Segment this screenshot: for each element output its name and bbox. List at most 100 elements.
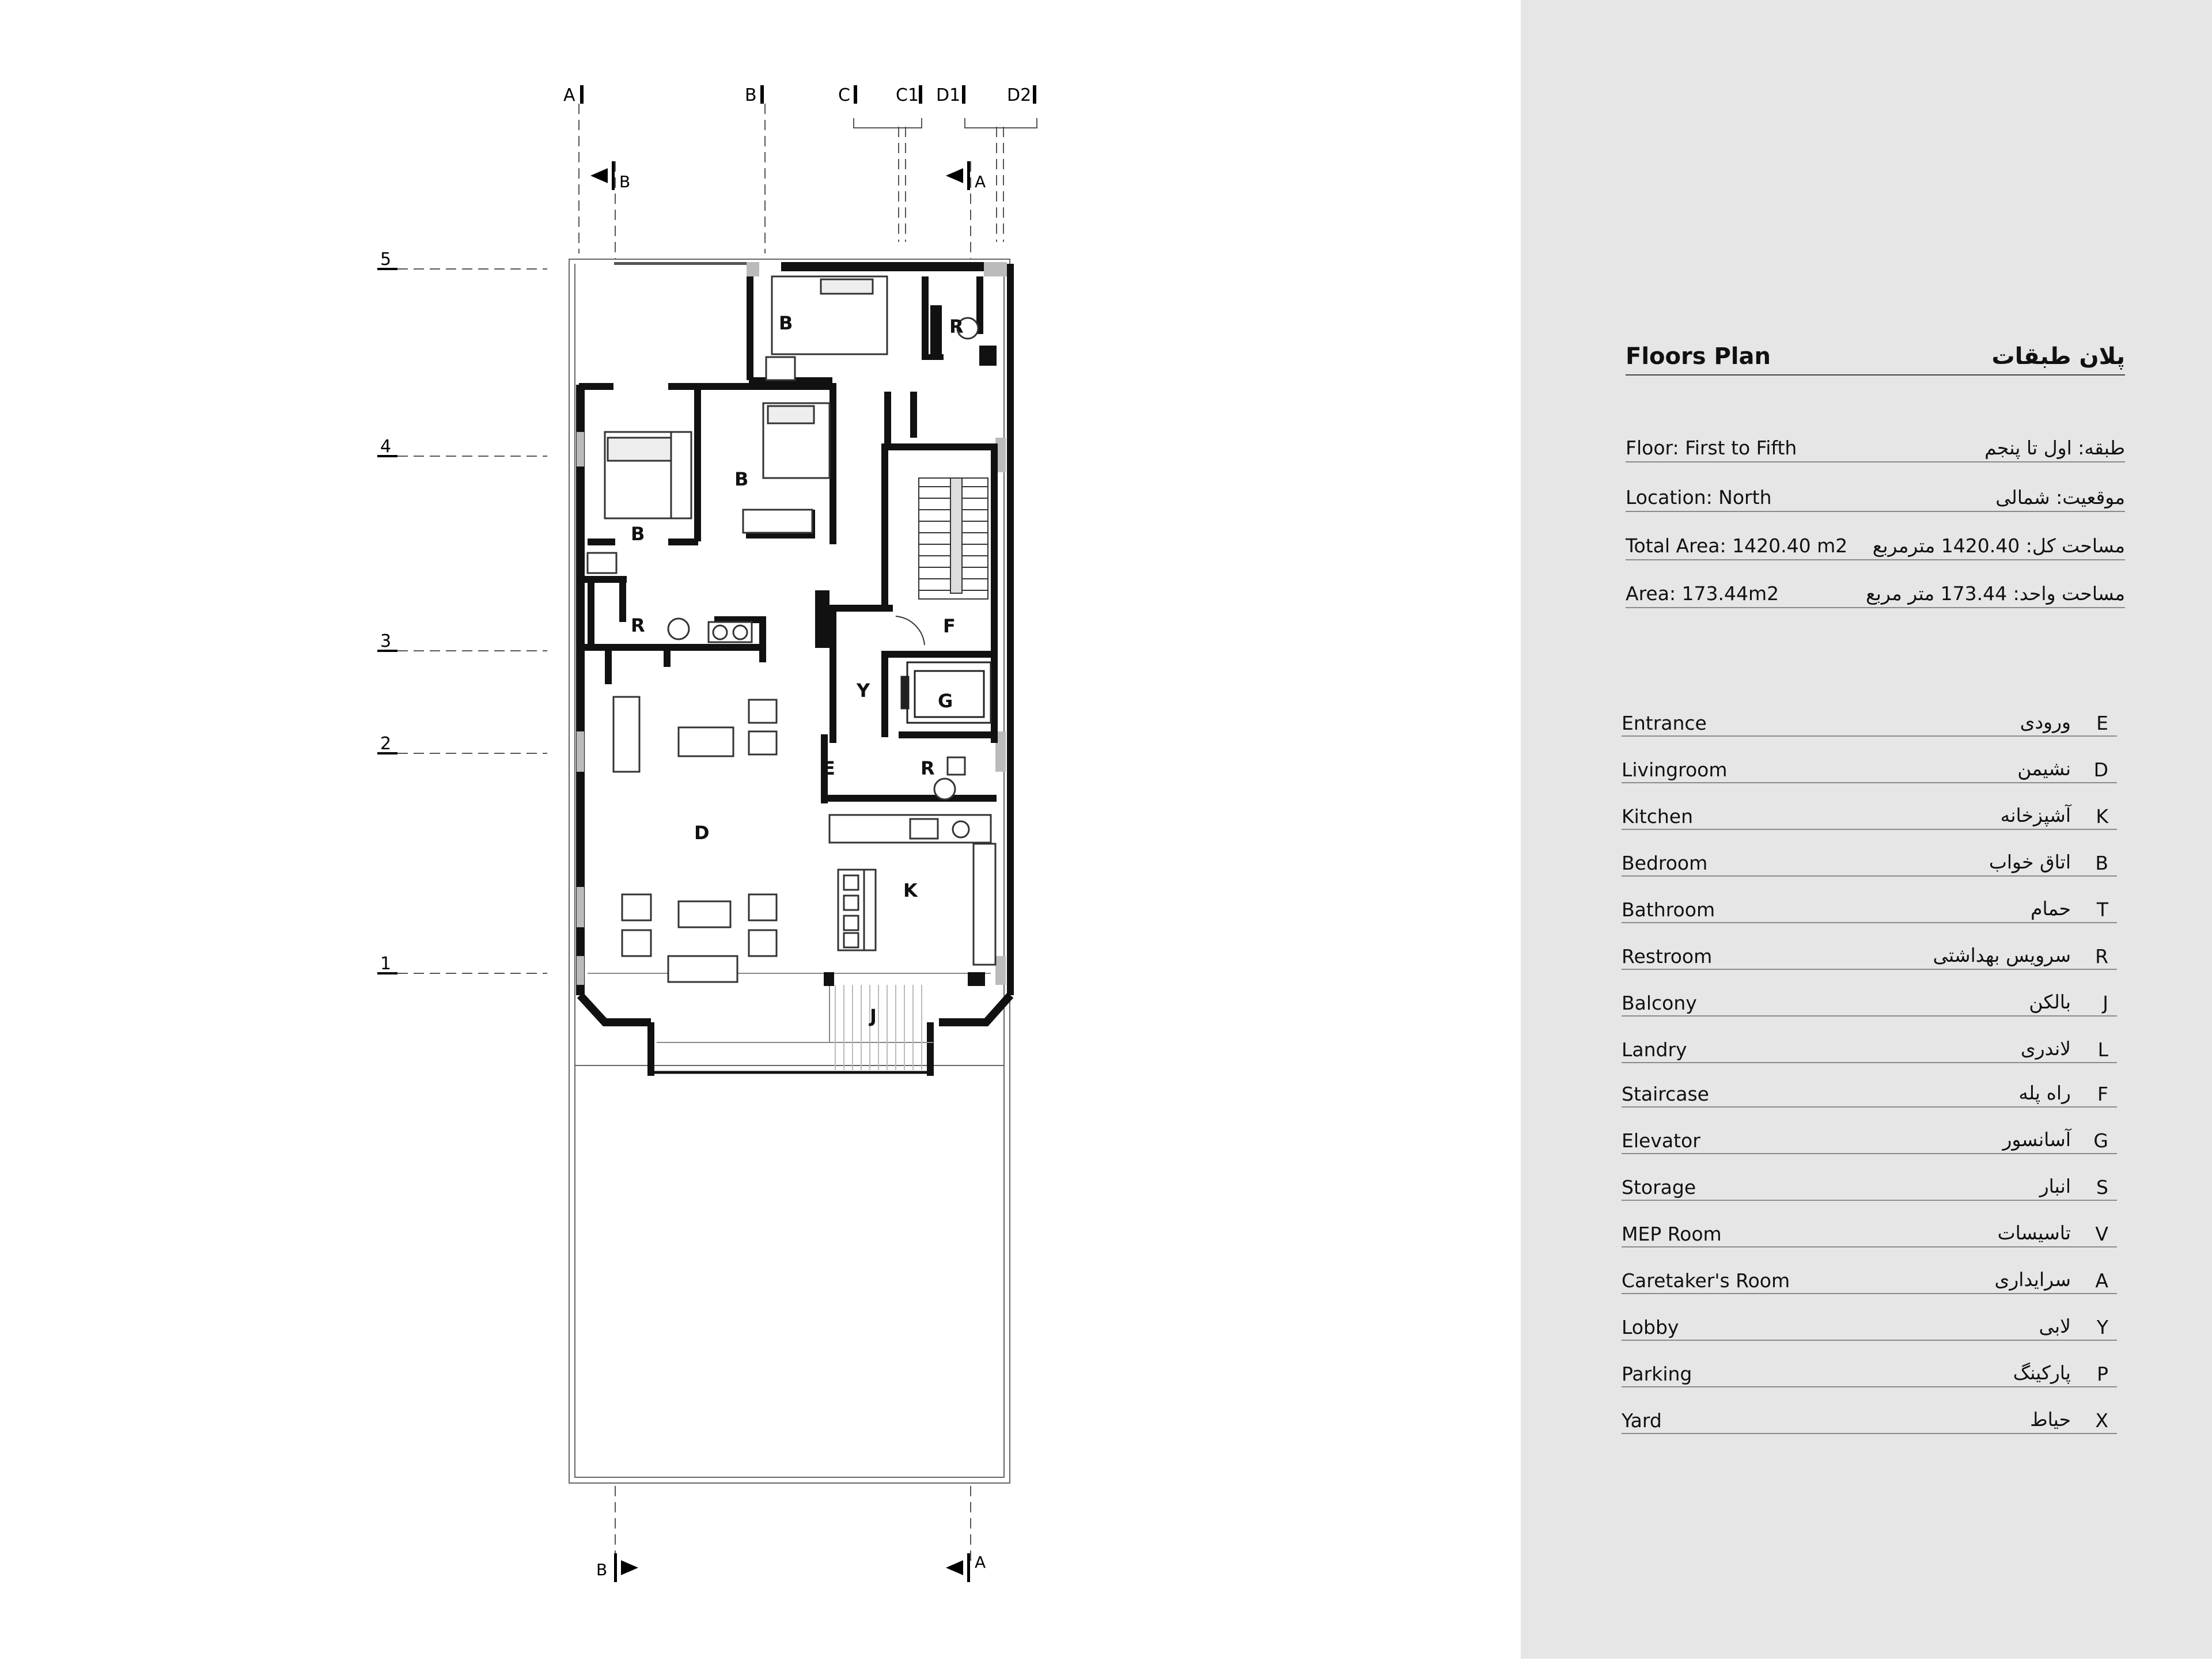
legend-code: G xyxy=(2093,1129,2108,1152)
legend-name-en: Parking xyxy=(1622,1363,1692,1385)
info-row-floor: Floor: First to Fifth طبقه: اول تا پنجم xyxy=(1626,429,2125,462)
bedroom-furniture xyxy=(586,275,979,801)
legend-name-en: MEP Room xyxy=(1622,1223,1722,1245)
legend-code: X xyxy=(2095,1409,2108,1432)
legend-row: Landry لاندری L xyxy=(1622,1030,2117,1063)
grid-label-b: B xyxy=(745,85,757,105)
legend-name-fa: حمام xyxy=(2031,897,2071,920)
legend-row: Balcony بالکن J xyxy=(1622,983,2117,1017)
legend-name-fa: انبار xyxy=(2039,1175,2071,1197)
legend-code: J xyxy=(2103,992,2108,1014)
legend-name-en: Storage xyxy=(1622,1176,1696,1199)
room-label-kitchen: K xyxy=(903,879,918,901)
legend-name-fa: بالکن xyxy=(2029,991,2071,1013)
legend-code: D xyxy=(2093,759,2108,781)
section-mark-b-bottom: B xyxy=(596,1560,607,1579)
room-label-restroom-top: R xyxy=(949,316,964,337)
legend-code: K xyxy=(2096,805,2108,828)
grid-label-d1: D1 xyxy=(936,85,960,105)
legend-code: Y xyxy=(2096,1316,2108,1338)
room-label-staircase: F xyxy=(943,615,956,637)
legend-name-en: Bathroom xyxy=(1622,898,1715,921)
grid-label-2: 2 xyxy=(380,734,391,754)
legend-row: Storage انبار S xyxy=(1622,1167,2117,1201)
info-floor-fa: طبقه: اول تا پنجم xyxy=(1984,437,2125,459)
legend-name-fa: نشیمن xyxy=(2017,757,2071,780)
room-label-bedroom-left: B xyxy=(631,523,645,545)
plan-title-fa: پلان طبقات xyxy=(1991,343,2125,370)
legend-row: Yard حیاط X xyxy=(1622,1401,2117,1434)
room-label-balcony: J xyxy=(869,1005,877,1027)
info-unit-area-en: Area: 173.44m2 xyxy=(1626,582,1779,605)
staircase-treads xyxy=(895,477,988,646)
legend-row: Elevator آسانسور G xyxy=(1622,1121,2117,1154)
legend-code: E xyxy=(2096,712,2108,734)
plan-title-row: Floors Plan پلان طبقات xyxy=(1626,335,2125,376)
exterior-walls xyxy=(576,262,1014,995)
info-location-en: Location: North xyxy=(1626,486,1772,509)
legend-code: P xyxy=(2097,1363,2108,1385)
elevator-car xyxy=(900,661,992,724)
room-label-lobby: Y xyxy=(856,680,870,701)
legend-code: B xyxy=(2095,852,2108,874)
info-row-unit-area: Area: 173.44m2 مساحت واحد: 173.44 متر مر… xyxy=(1626,575,2125,608)
yard-area xyxy=(574,1065,1005,1478)
legend-row: MEP Room تاسیسات V xyxy=(1622,1214,2117,1247)
room-label-elevator: G xyxy=(938,690,953,712)
legend-row: Caretaker's Room سرایداری A xyxy=(1622,1261,2117,1294)
legend-name-en: Yard xyxy=(1622,1409,1662,1432)
section-mark-b-top: B xyxy=(619,172,630,191)
grid-label-3: 3 xyxy=(380,631,391,651)
legend-code: T xyxy=(2096,898,2108,921)
room-label-bedroom-top: B xyxy=(779,312,793,334)
legend-name-en: Livingroom xyxy=(1622,759,1728,781)
info-floor-en: Floor: First to Fifth xyxy=(1626,437,1797,459)
legend-code: S xyxy=(2096,1176,2108,1199)
legend-row: Bathroom حمام T xyxy=(1622,890,2117,923)
legend-code: A xyxy=(2095,1269,2108,1292)
legend-code: R xyxy=(2095,945,2108,968)
legend-name-fa: راه پله xyxy=(2018,1082,2071,1104)
grid-label-a: A xyxy=(563,85,575,105)
info-row-total-area: Total Area: 1420.40 m2 مساحت کل: 1420.40… xyxy=(1626,527,2125,560)
legend-name-en: Staircase xyxy=(1622,1083,1709,1105)
legend-name-en: Caretaker's Room xyxy=(1622,1269,1790,1292)
room-label-entrance: E xyxy=(823,757,835,779)
floor-plan-drawing: A B C C1 D1 D2 5 4 3 2 1 B A B A xyxy=(377,85,1037,1582)
legend-name-fa: آشپزخانه xyxy=(2000,804,2071,826)
legend-row: Lobby لابی Y xyxy=(1622,1307,2117,1341)
kitchen-fittings xyxy=(828,814,997,966)
legend-name-fa: سرایداری xyxy=(1994,1268,2071,1291)
legend-row: Entrance ورودی E xyxy=(1622,703,2117,737)
grid-label-d2: D2 xyxy=(1007,85,1031,105)
legend-name-fa: حیاط xyxy=(2030,1408,2071,1431)
legend-code: L xyxy=(2097,1038,2108,1061)
info-panel: Floors Plan پلان طبقات Floor: First to F… xyxy=(1521,0,2212,1659)
legend-code: F xyxy=(2097,1083,2108,1105)
legend-code: V xyxy=(2095,1223,2108,1245)
legend-row: Kitchen آشپزخانه K xyxy=(1622,797,2117,830)
grid-label-1: 1 xyxy=(380,954,391,974)
legend-name-fa: لابی xyxy=(2039,1315,2071,1337)
legend-name-fa: لاندری xyxy=(2020,1037,2071,1060)
section-mark-a-bottom: A xyxy=(975,1553,986,1572)
info-total-area-fa: مساحت کل: 1420.40 مترمربع xyxy=(1872,534,2125,557)
legend-row: Livingroom نشیمن D xyxy=(1622,750,2117,783)
room-label-bedroom-mid: B xyxy=(734,468,748,490)
legend-name-en: Restroom xyxy=(1622,945,1713,968)
room-label-livingroom: D xyxy=(694,822,710,844)
legend-name-en: Balcony xyxy=(1622,992,1697,1014)
room-label-restroom-left: R xyxy=(631,615,645,636)
legend-name-fa: آسانسور xyxy=(2002,1128,2071,1151)
legend-name-fa: سرویس بهداشتی xyxy=(1933,944,2071,966)
legend-row: Restroom سرویس بهداشتی R xyxy=(1622,936,2117,970)
info-location-fa: موقعیت: شمالی xyxy=(1995,486,2125,509)
legend-name-en: Kitchen xyxy=(1622,805,1694,828)
legend-name-en: Bedroom xyxy=(1622,852,1708,874)
grid-label-c: C xyxy=(838,85,850,105)
legend-row: Parking پارکینگ P xyxy=(1622,1354,2117,1387)
legend-name-en: Lobby xyxy=(1622,1316,1679,1338)
legend-name-fa: تاسیسات xyxy=(1997,1222,2071,1244)
grid-lines xyxy=(397,104,1004,1567)
living-furniture xyxy=(612,696,778,983)
